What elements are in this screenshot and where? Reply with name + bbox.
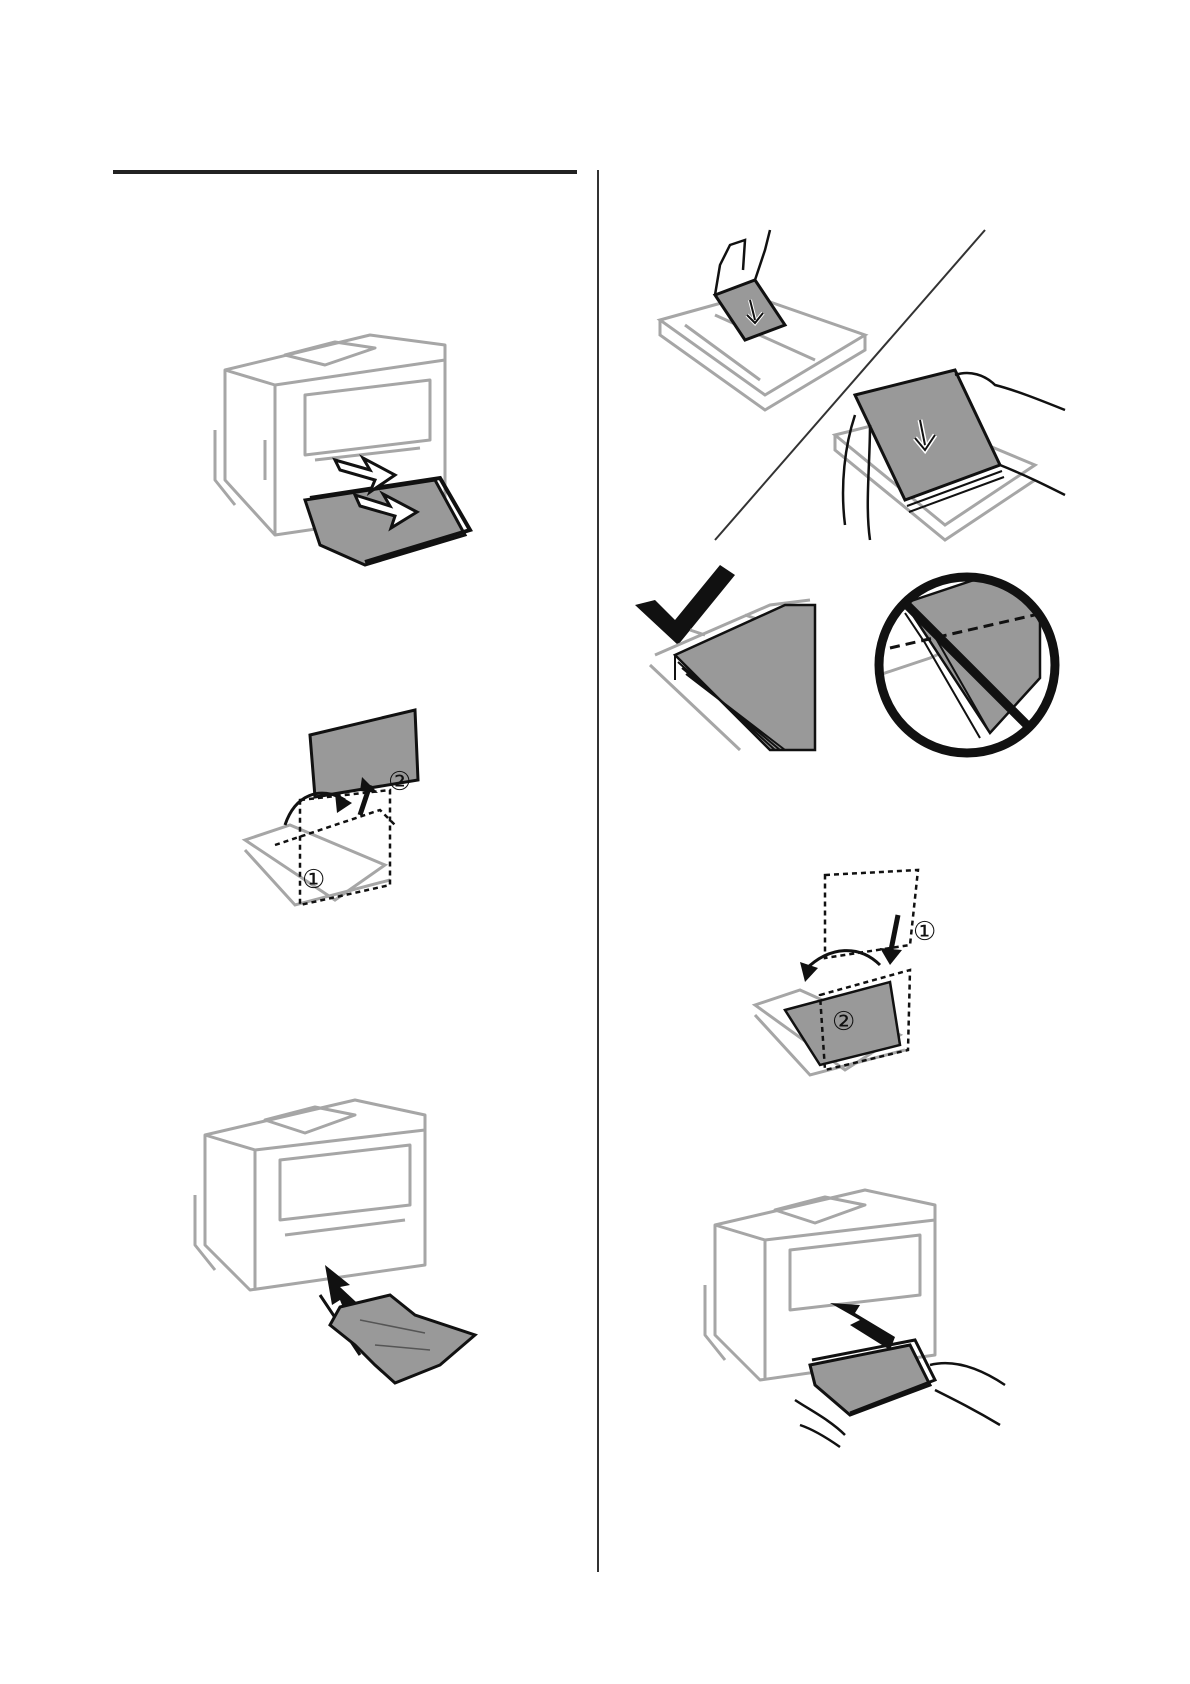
step-2-callout: ② — [388, 767, 411, 797]
check-mark-icon — [635, 565, 735, 645]
illustration-insert-cassette — [700, 1185, 1010, 1450]
illustration-incorrect-loading — [870, 568, 1065, 763]
illustration-pull-out-cassette — [205, 330, 485, 605]
illustration-remove-cover: ① ② — [240, 705, 455, 920]
step-2-callout: ② — [832, 1007, 855, 1037]
section-top-rule — [113, 170, 577, 174]
illustration-replace-cover: ② ① — [750, 870, 965, 1085]
column-divider — [597, 170, 599, 1572]
illustration-remove-jammed-paper — [190, 1095, 495, 1395]
illustration-correct-loading — [630, 560, 815, 750]
step-1-callout: ① — [302, 865, 325, 895]
step-1-callout: ① — [913, 917, 936, 947]
illustration-load-paper — [655, 225, 1065, 545]
